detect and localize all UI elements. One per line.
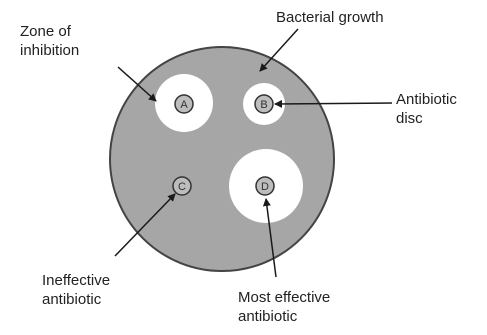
antibiotic-disc-label: Antibiotic disc bbox=[396, 90, 457, 128]
disc-label-b: B bbox=[260, 99, 267, 111]
most-effective-antibiotic-label-line-2: antibiotic bbox=[238, 307, 330, 326]
disc-label-a: A bbox=[180, 99, 188, 111]
antibiotic-disc-a: A bbox=[175, 95, 193, 113]
most-effective-antibiotic-label: Most effective antibiotic bbox=[238, 288, 330, 326]
antibiotic-disc-d: D bbox=[256, 177, 274, 195]
disc-label-d: D bbox=[261, 181, 269, 193]
zone-of-inhibition-label-line-1: Zone of bbox=[20, 22, 79, 41]
zone-of-inhibition-label-line-2: inhibition bbox=[20, 41, 79, 60]
antibiotic-disc-label-line-1: Antibiotic bbox=[396, 90, 457, 109]
ineffective-antibiotic-label-line-1: Ineffective bbox=[42, 271, 110, 290]
antibiotic-disc-b: B bbox=[255, 95, 273, 113]
bacterial-growth-label-text: Bacterial growth bbox=[276, 8, 384, 27]
antibiotic-disc-label-line-2: disc bbox=[396, 109, 457, 128]
zone-of-inhibition-label: Zone of inhibition bbox=[20, 22, 79, 60]
arrow-antibiotic-disc bbox=[275, 103, 392, 104]
most-effective-antibiotic-label-line-1: Most effective bbox=[238, 288, 330, 307]
ineffective-antibiotic-label: Ineffective antibiotic bbox=[42, 271, 110, 309]
disc-label-c: C bbox=[178, 181, 186, 193]
bacterial-growth-label: Bacterial growth bbox=[276, 8, 384, 27]
antibiotic-disc-c: C bbox=[173, 177, 191, 195]
ineffective-antibiotic-label-line-2: antibiotic bbox=[42, 290, 110, 309]
petri-dish bbox=[110, 47, 334, 271]
